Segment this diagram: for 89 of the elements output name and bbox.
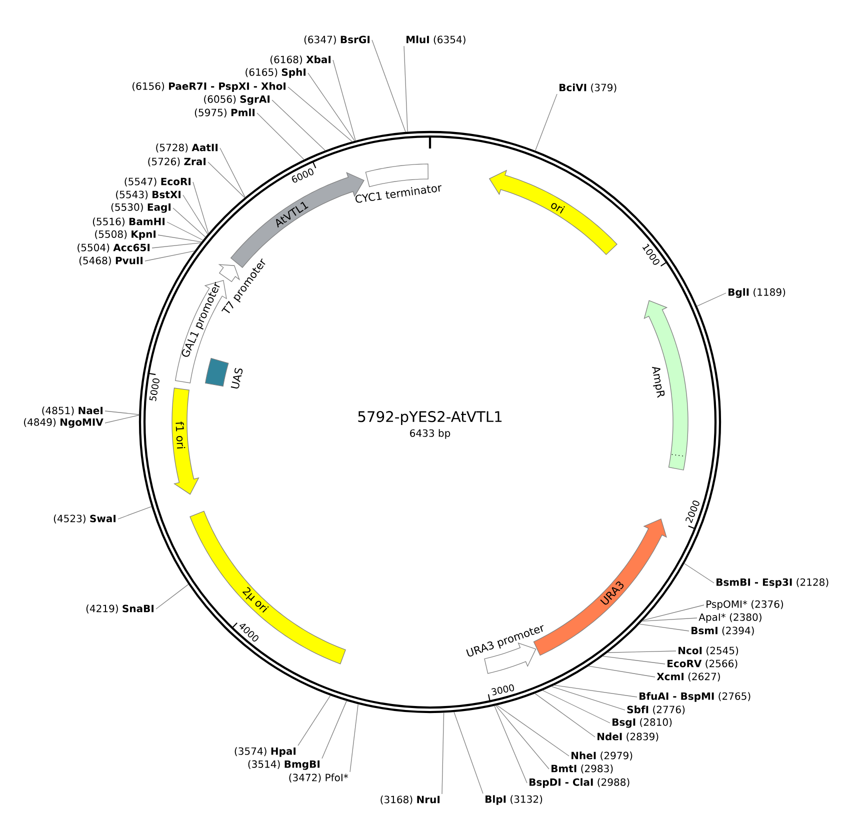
leader-line bbox=[118, 506, 152, 520]
leader-line bbox=[152, 242, 202, 248]
leader-line bbox=[322, 700, 347, 759]
leader-line bbox=[182, 194, 208, 235]
site-label: NheI (2979) bbox=[572, 752, 632, 760]
tick-label: 2000 bbox=[686, 500, 700, 524]
site-label: (3168) NruI bbox=[380, 796, 440, 804]
site-label: BciVI (379) bbox=[560, 84, 616, 92]
leader-line bbox=[554, 684, 638, 698]
leader-line bbox=[642, 604, 704, 621]
leader-line bbox=[308, 72, 356, 142]
leader-line bbox=[104, 410, 140, 415]
leader-line bbox=[496, 704, 570, 756]
leader-line bbox=[272, 100, 326, 151]
site-label: (6347) BsrGI bbox=[304, 36, 370, 44]
plasmid-name: 5792-pYES2-AtVTL1 bbox=[358, 411, 502, 425]
site-label: MluI (6354) bbox=[406, 36, 466, 44]
site-label: (3472) PfoI* bbox=[289, 774, 348, 782]
leader-line bbox=[534, 94, 558, 152]
site-label: BmtI (2983) bbox=[552, 764, 613, 774]
site-label: (5726) ZraI bbox=[148, 158, 206, 166]
leader-line bbox=[288, 86, 353, 142]
plasmid-size: 6433 bp bbox=[410, 429, 450, 439]
site-label: (5975) PmlI bbox=[194, 108, 254, 118]
leader-line bbox=[684, 563, 714, 584]
leader-line bbox=[104, 414, 140, 424]
site-label: (5468) PvuII bbox=[79, 256, 142, 266]
site-label: BlpI (3132) bbox=[486, 795, 542, 805]
site-label: (5516) BamHI bbox=[92, 218, 164, 226]
site-label: (6056) SgrAI bbox=[204, 95, 270, 105]
tick-label: 3000 bbox=[491, 684, 514, 696]
site-label: NdeI (2839) bbox=[598, 732, 658, 742]
site-label: (4849) NgoMIV bbox=[24, 418, 104, 428]
leader-line bbox=[639, 624, 690, 632]
site-label: NcoI (2545) bbox=[678, 646, 738, 656]
leader-line bbox=[588, 666, 656, 678]
site-label: (5547) EcoRI bbox=[124, 178, 190, 186]
tick-label: 5000 bbox=[149, 378, 160, 402]
site-label: BglI (1189) bbox=[728, 288, 786, 298]
leader-line bbox=[256, 112, 304, 160]
node-label: UAS bbox=[230, 368, 243, 389]
site-label: (6168) XbaI bbox=[270, 56, 330, 64]
site-label: ApaI* (2380) bbox=[698, 613, 762, 623]
leader-line bbox=[494, 705, 528, 784]
leader-line bbox=[696, 292, 726, 306]
leader-line bbox=[166, 222, 204, 240]
leader-line bbox=[534, 693, 596, 738]
leader-line bbox=[158, 234, 202, 242]
leader-line bbox=[156, 584, 189, 610]
site-label: BsmBI - Esp3I (2128) bbox=[716, 578, 828, 588]
leader-line bbox=[642, 618, 698, 622]
site-label: (5508) KpnI bbox=[95, 230, 156, 240]
site-label: EcoRV (2566) bbox=[668, 660, 738, 668]
site-label: BsmI (2394) bbox=[692, 626, 754, 636]
leader-line bbox=[220, 148, 246, 198]
leader-line bbox=[192, 182, 209, 234]
leader-line bbox=[495, 705, 550, 770]
leader-line bbox=[607, 650, 676, 653]
site-label: (4219) SnaBI bbox=[86, 604, 154, 614]
site-label: BfuAI - BspMI (2765) bbox=[640, 692, 750, 702]
site-label: BspDI - ClaI (2988) bbox=[530, 778, 630, 788]
site-label: (6165) SphI bbox=[246, 68, 306, 78]
leader-line bbox=[442, 712, 444, 794]
site-label: (5728) AatII bbox=[156, 144, 218, 152]
site-label: PspOMI* (2376) bbox=[706, 600, 784, 610]
site-label: (3574) HpaI bbox=[234, 747, 296, 757]
leader-line bbox=[332, 60, 356, 142]
leader-line bbox=[404, 46, 408, 132]
leader-line bbox=[542, 690, 610, 724]
site-label: (5504) Acc65I bbox=[78, 244, 150, 252]
leader-line bbox=[298, 695, 331, 746]
leader-line bbox=[144, 250, 195, 262]
site-label: (4851) NaeI bbox=[42, 406, 102, 416]
site-label: (4523) SwaI bbox=[54, 514, 116, 524]
leader-line bbox=[454, 712, 484, 794]
site-label: (3514) BmgBI bbox=[248, 760, 320, 770]
leader-line bbox=[551, 686, 626, 710]
leader-line bbox=[172, 208, 206, 238]
site-label: (5530) EagI bbox=[111, 203, 170, 213]
site-label: SbfI (2776) bbox=[627, 706, 685, 714]
site-label: BsgI (2810) bbox=[612, 718, 672, 728]
leader-line bbox=[350, 704, 358, 772]
site-label: (6156) PaeR7I - PspXI - XhoI bbox=[132, 82, 286, 92]
leader-line bbox=[602, 656, 666, 664]
leader-line bbox=[372, 40, 406, 132]
leader-line bbox=[208, 162, 245, 198]
site-label: (5543) BstXI bbox=[116, 190, 180, 200]
gene-segment: AmpR bbox=[644, 300, 688, 470]
site-label: XcmI (2627) bbox=[656, 672, 720, 682]
